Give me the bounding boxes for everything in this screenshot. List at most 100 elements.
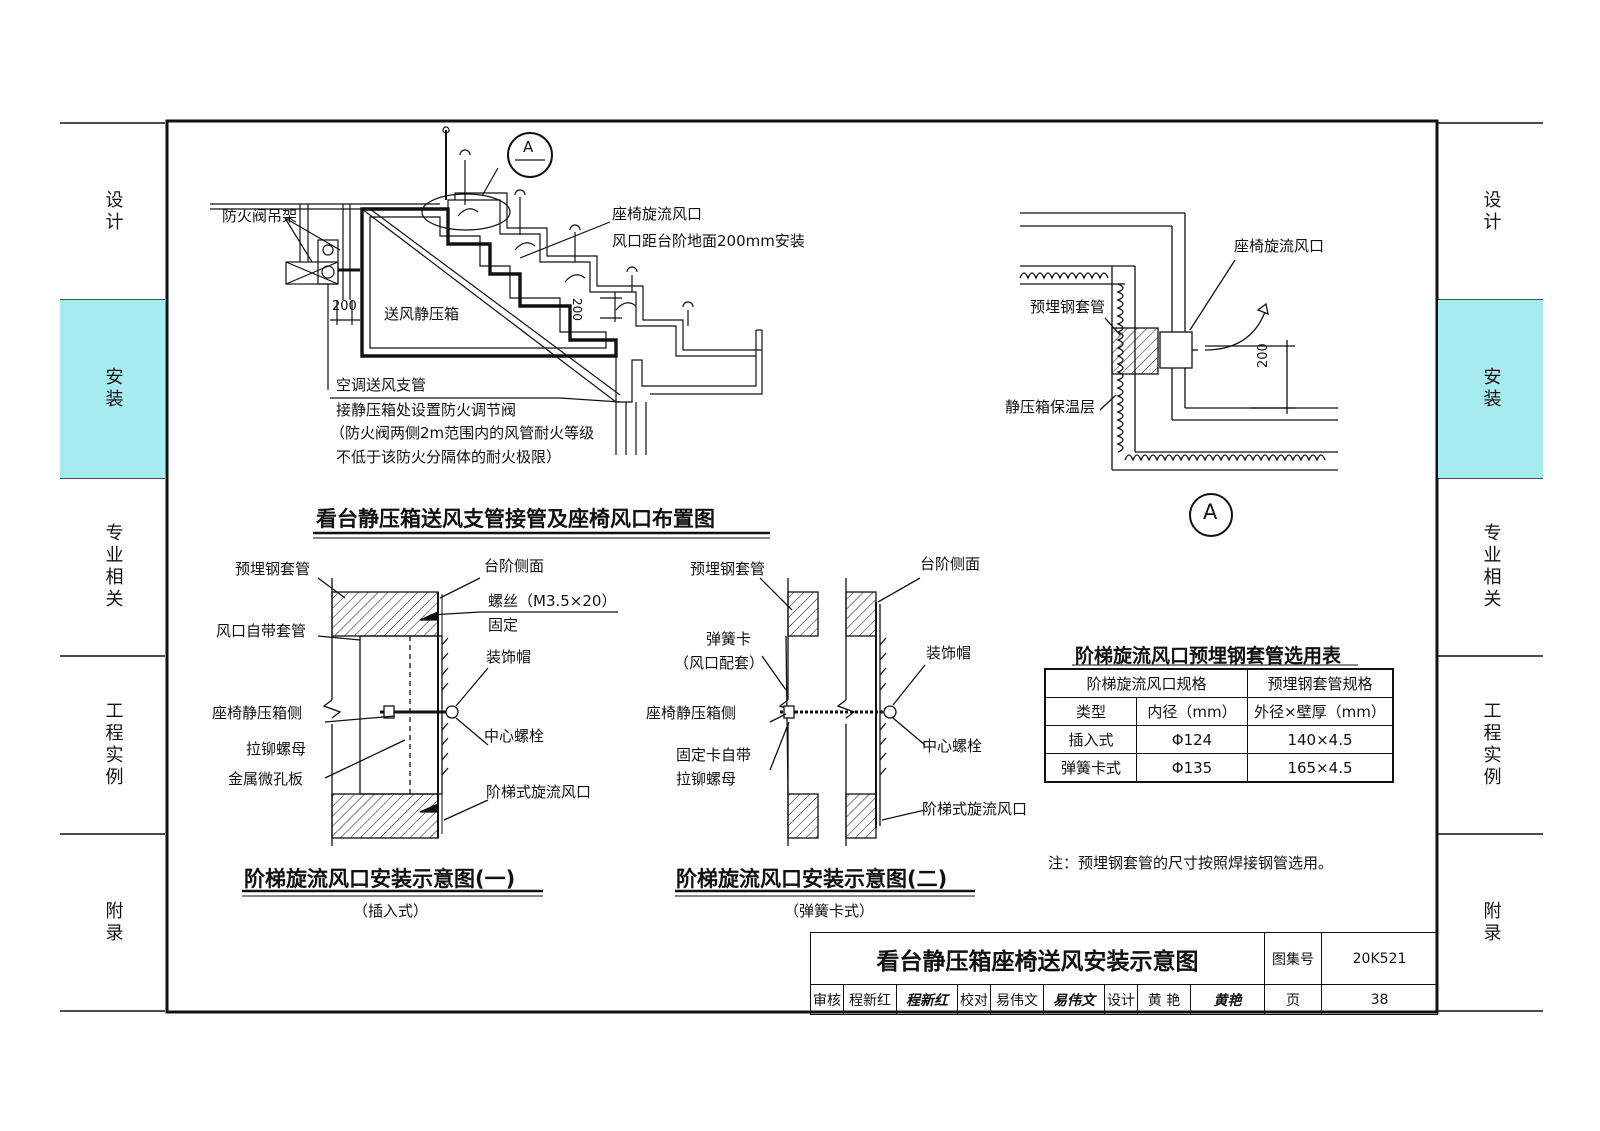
spec-cell: Φ135 xyxy=(1136,753,1248,783)
i1-bolt: 中心螺栓 xyxy=(484,727,545,745)
spec-cell: 165×4.5 xyxy=(1247,753,1394,783)
i1-step-side: 台阶侧面 xyxy=(484,557,545,575)
left-tab-0[interactable]: 设计 xyxy=(60,123,165,300)
title-block: 看台静压箱座椅送风安装示意图 图集号 20K521 审核 程新红 程新红 校对 … xyxy=(810,932,1438,1015)
left-tab-1[interactable]: 安装 xyxy=(60,300,165,478)
checker-name: 易伟文 xyxy=(990,984,1044,1015)
label-note-3: 不低于该防火分隔体的耐火极限） xyxy=(336,448,562,466)
spec-cell: 插入式 xyxy=(1044,725,1137,754)
title-underlines xyxy=(242,531,1358,897)
table-row: 弹簧卡式 Φ135 165×4.5 xyxy=(1044,753,1394,783)
label-seat-outlet: 座椅旋流风口 xyxy=(612,205,703,223)
label-note-2: （防火阀两侧2m范围内的风管耐火等级 xyxy=(330,424,595,442)
i2-step-side: 台阶侧面 xyxy=(920,555,981,573)
right-tab-1[interactable]: 安装 xyxy=(1438,300,1543,478)
checker-signature: 易伟文 xyxy=(1043,984,1105,1015)
i1-fix: 固定 xyxy=(488,616,519,634)
side-tab-label: 附录 xyxy=(102,900,124,945)
install-2-title: 阶梯旋流风口安装示意图(二) xyxy=(676,867,948,891)
layout-plan-title: 看台静压箱送风支管接管及座椅风口布置图 xyxy=(316,507,715,531)
side-tab-label: 附录 xyxy=(1480,900,1502,945)
designer-name: 黄 艳 xyxy=(1137,984,1191,1015)
i1-box-side: 座椅静压箱侧 xyxy=(212,704,303,722)
design-label: 设计 xyxy=(1104,984,1138,1015)
detail-a-dim-200: 200 xyxy=(1256,343,1271,368)
i2-clip-note: （风口配套） xyxy=(674,654,765,672)
side-tab-label: 工程实例 xyxy=(1480,701,1502,789)
label-ac-branch: 空调送风支管 xyxy=(336,376,427,394)
i1-screw: 螺丝（M3.5×20） xyxy=(488,592,617,610)
i1-outlet: 阶梯式旋流风口 xyxy=(486,783,592,801)
designer-signature: 黄艳 xyxy=(1190,984,1265,1015)
install-1-subtitle: （插入式） xyxy=(353,902,429,920)
right-tab-0[interactable]: 设计 xyxy=(1438,123,1543,300)
detail-a-drawing xyxy=(1019,212,1338,537)
left-tab-2[interactable]: 专业相关 xyxy=(60,478,165,656)
left-tab-4[interactable]: 附录 xyxy=(60,834,165,1011)
i1-perforated: 金属微孔板 xyxy=(228,770,304,788)
i1-self-sleeve: 风口自带套管 xyxy=(216,622,307,640)
drawing-title: 看台静压箱座椅送风安装示意图 xyxy=(810,932,1265,985)
side-tab-label: 专业相关 xyxy=(102,523,124,611)
atlas-number: 20K521 xyxy=(1321,932,1438,985)
i1-cap: 装饰帽 xyxy=(486,648,532,666)
spec-cell: 弹簧卡式 xyxy=(1044,753,1137,783)
i2-fix-clip: 固定卡自带 xyxy=(676,746,752,764)
side-tab-label: 工程实例 xyxy=(102,701,124,789)
i2-spring-clip: 弹簧卡 xyxy=(706,630,752,648)
page-label: 页 xyxy=(1264,984,1322,1015)
spec-header-outlet: 阶梯旋流风口规格 xyxy=(1044,668,1248,698)
main-frame xyxy=(165,119,1439,1014)
atlas-label: 图集号 xyxy=(1264,932,1322,985)
spec-cell: Φ124 xyxy=(1136,725,1248,754)
callout-a-letter: A xyxy=(523,138,534,156)
install-1-drawing xyxy=(317,577,618,846)
right-tab-4[interactable]: 附录 xyxy=(1438,834,1543,1011)
i2-embedded-sleeve: 预埋钢套管 xyxy=(690,560,766,578)
i2-outlet: 阶梯式旋流风口 xyxy=(922,800,1028,818)
label-damper-hanger: 防火阀吊架 xyxy=(222,207,298,225)
label-plenum: 送风静压箱 xyxy=(384,305,460,323)
side-tab-label: 设计 xyxy=(1480,189,1502,234)
spec-header-row-2: 类型 内径（mm） 外径×壁厚（mm） xyxy=(1044,697,1394,726)
i2-cap: 装饰帽 xyxy=(926,644,972,662)
review-label: 审核 xyxy=(810,984,844,1015)
table-row: 插入式 Φ124 140×4.5 xyxy=(1044,725,1394,754)
detail-a-seat-outlet: 座椅旋流风口 xyxy=(1234,237,1325,255)
side-tab-label: 设计 xyxy=(102,189,124,234)
spec-col-type: 类型 xyxy=(1044,697,1137,726)
reviewer-name: 程新红 xyxy=(843,984,897,1015)
install-2-subtitle: （弹簧卡式） xyxy=(784,902,875,920)
i2-bolt: 中心螺栓 xyxy=(922,737,983,755)
side-tab-label: 安装 xyxy=(1480,367,1502,411)
check-label: 校对 xyxy=(957,984,991,1015)
detail-a-label: A xyxy=(1203,500,1218,524)
spec-header-sleeve: 预埋钢套管规格 xyxy=(1247,668,1394,698)
spec-table: 阶梯旋流风口规格 预埋钢套管规格 类型 内径（mm） 外径×壁厚（mm） 插入式… xyxy=(1044,668,1394,783)
spec-cell: 140×4.5 xyxy=(1247,725,1394,754)
label-outlet-height: 风口距台阶地面200mm安装 xyxy=(612,232,805,250)
left-tab-3[interactable]: 工程实例 xyxy=(60,656,165,834)
label-dim-200-step: 200 xyxy=(570,298,584,321)
label-dim-200-left: 200 xyxy=(332,299,357,314)
install-2-drawing xyxy=(759,577,926,846)
note-text: 注：预埋钢套管的尺寸按照焊接钢管选用。 xyxy=(1048,854,1334,872)
i2-box-side: 座椅静压箱侧 xyxy=(646,704,737,722)
right-tab-3[interactable]: 工程实例 xyxy=(1438,656,1543,834)
page-number: 38 xyxy=(1321,984,1438,1015)
i1-rivet-nut: 拉铆螺母 xyxy=(246,740,307,758)
spec-col-inner: 内径（mm） xyxy=(1136,697,1248,726)
layout-plan-drawing xyxy=(210,126,763,455)
spec-table-title: 阶梯旋流风口预埋钢套管选用表 xyxy=(1075,645,1342,667)
label-note-1: 接静压箱处设置防火调节阀 xyxy=(336,401,517,419)
spec-header-row-1: 阶梯旋流风口规格 预埋钢套管规格 xyxy=(1044,668,1394,698)
side-tab-label: 专业相关 xyxy=(1480,523,1502,611)
spec-col-outer: 外径×壁厚（mm） xyxy=(1247,697,1394,726)
right-tab-2[interactable]: 专业相关 xyxy=(1438,478,1543,656)
detail-a-sleeve: 预埋钢套管 xyxy=(1030,298,1106,316)
i2-rivet-nut: 拉铆螺母 xyxy=(676,770,737,788)
reviewer-signature: 程新红 xyxy=(896,984,958,1015)
i1-embedded-sleeve: 预埋钢套管 xyxy=(235,560,311,578)
detail-a-insulation: 静压箱保温层 xyxy=(1005,398,1096,416)
